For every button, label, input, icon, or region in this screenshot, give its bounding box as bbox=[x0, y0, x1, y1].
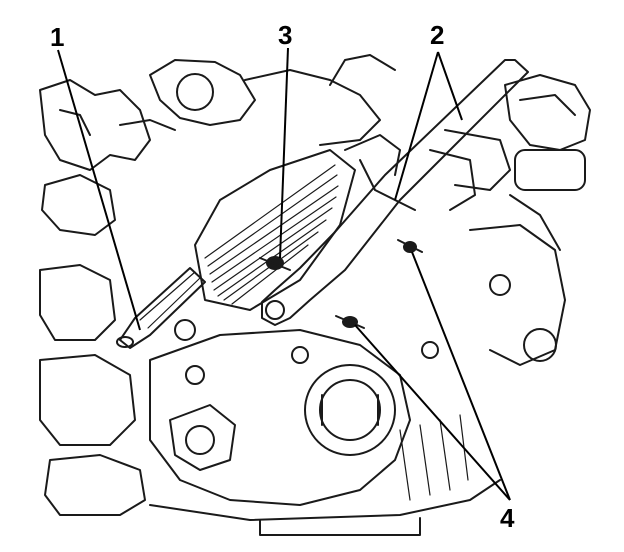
leader-2a bbox=[394, 51, 439, 201]
bolt-3 bbox=[259, 256, 291, 271]
leader-4a bbox=[411, 251, 511, 501]
bolt-4-upper bbox=[397, 239, 423, 253]
oil-cooler bbox=[194, 149, 356, 311]
leader-2b bbox=[437, 51, 463, 121]
callout-4: 4 bbox=[500, 503, 515, 533]
leader-4b bbox=[354, 324, 511, 501]
oil-cooler-pipe bbox=[261, 59, 529, 326]
leader-1 bbox=[57, 49, 141, 331]
leader-3 bbox=[279, 47, 289, 259]
engine-block-outline bbox=[39, 54, 591, 536]
bolt-4-lower bbox=[335, 315, 365, 329]
callout-3: 3 bbox=[278, 20, 292, 50]
callout-2: 2 bbox=[430, 20, 444, 50]
leader-lines bbox=[57, 47, 511, 501]
callout-1: 1 bbox=[50, 22, 64, 52]
front-cover bbox=[149, 319, 439, 506]
oil-pressure-sensor bbox=[116, 267, 206, 349]
